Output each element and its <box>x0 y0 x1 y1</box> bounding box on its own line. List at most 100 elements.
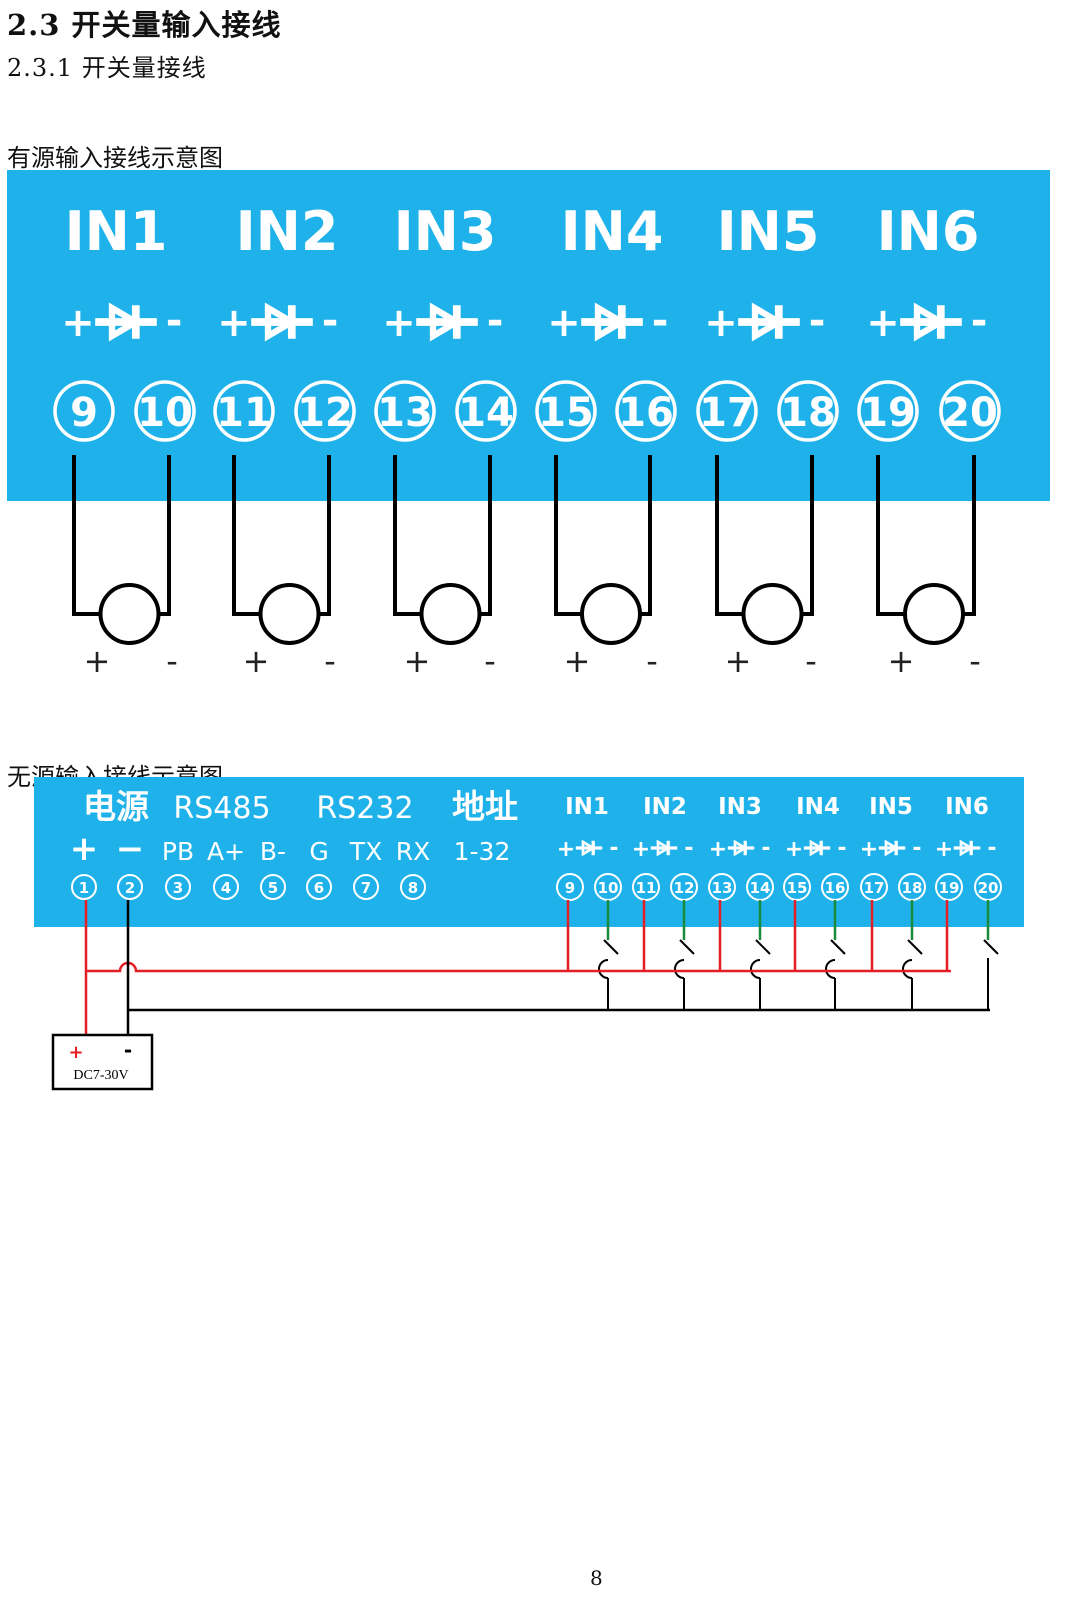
terminal-number: 20 <box>978 879 999 897</box>
terminal-circle <box>306 874 332 900</box>
sensor-minus-sign: - <box>484 642 496 680</box>
diode-triangle <box>429 302 464 342</box>
page-number: 8 <box>590 1566 603 1590</box>
wire <box>801 455 814 616</box>
diode-triangle <box>733 839 748 857</box>
wire-hop <box>750 959 761 979</box>
channel-label: IN6 <box>877 200 980 263</box>
diode-icon <box>803 839 831 857</box>
diode-icon <box>738 302 800 342</box>
terminal-number: 13 <box>712 879 733 897</box>
diode-triangle <box>959 839 974 857</box>
wire <box>715 455 744 616</box>
terminal-circle <box>615 380 677 442</box>
terminal-number: 11 <box>216 390 272 436</box>
diode-triangle <box>809 839 824 857</box>
sensor-plus-sign: + <box>564 642 591 680</box>
sensor-circle <box>419 583 482 645</box>
group-title: 电源 <box>83 787 149 826</box>
minus-sign: - <box>684 836 693 861</box>
diode-icon <box>416 302 478 342</box>
terminal-number: 17 <box>699 390 755 436</box>
wire <box>158 455 171 616</box>
minus-sign: - <box>987 836 996 861</box>
terminal-number: 9 <box>565 879 575 897</box>
terminal-number: 11 <box>636 879 657 897</box>
channel-label: IN4 <box>561 200 664 263</box>
sensor-circle <box>98 583 161 645</box>
channel-label: IN5 <box>717 200 820 263</box>
diode-icon <box>727 839 755 857</box>
input-label: IN1 <box>565 794 609 820</box>
diode-icon <box>95 302 157 342</box>
terminal-circle <box>374 380 436 442</box>
diode-triangle <box>108 302 143 342</box>
terminal-label: A+ <box>207 837 245 866</box>
diode-icon <box>581 302 643 342</box>
wire <box>479 455 492 616</box>
terminal-number: 13 <box>377 390 433 436</box>
terminal-circle <box>260 874 286 900</box>
sensor-plus-sign: + <box>404 642 431 680</box>
terminal-label: TX <box>349 837 382 866</box>
wire-hop <box>902 959 913 979</box>
input-label: IN2 <box>643 794 687 820</box>
terminal-label: B- <box>260 837 286 866</box>
power-supply-box <box>51 1033 154 1091</box>
plus-sign: + <box>632 837 650 862</box>
terminal-circle <box>294 380 356 442</box>
terminal-circle <box>400 874 426 900</box>
sensor-minus-sign: - <box>324 642 336 680</box>
terminal-circle <box>134 380 196 442</box>
group-title: RS485 <box>173 791 270 826</box>
diode-triangle <box>581 839 596 857</box>
terminal-circle <box>165 874 191 900</box>
terminal-circle <box>53 380 115 442</box>
minus-sign: - <box>652 298 669 344</box>
diode-icon <box>953 839 981 857</box>
plus-sign: + <box>785 837 803 862</box>
switch-contact <box>603 939 619 955</box>
minus-sign: - <box>837 836 846 861</box>
minus-sign: - <box>487 298 504 344</box>
channel-label: IN3 <box>394 200 497 263</box>
terminal-circle <box>935 873 963 901</box>
sensor-circle <box>580 583 642 645</box>
terminal-number: 18 <box>780 390 836 436</box>
sensor-plus-sign: + <box>84 642 111 680</box>
terminal-circle <box>857 380 919 442</box>
terminal-circle <box>783 873 811 901</box>
terminal-number: 7 <box>361 879 371 897</box>
terminal-number: 16 <box>618 390 674 436</box>
diode-icon <box>900 302 962 342</box>
minus-sign: - <box>912 836 921 861</box>
minus-sign: - <box>609 836 618 861</box>
passive-input-wiring-diagram: 电源+1−2RS485PB3A+4B-5RS232G6TX7RX8地址1-32I… <box>34 777 1024 1091</box>
terminal-panel <box>34 777 1024 927</box>
switch-contact <box>755 939 771 955</box>
plus-sign: + <box>382 300 416 346</box>
plus-sign: + <box>935 837 953 862</box>
terminal-number: 2 <box>125 879 135 897</box>
sensor-minus-sign: - <box>805 642 817 680</box>
diode-icon <box>575 839 603 857</box>
plus-sign: + <box>704 300 738 346</box>
terminal-number: 14 <box>458 390 514 436</box>
subsection-heading: 2.3.1 开关量接线 <box>7 54 207 82</box>
wire <box>232 455 261 616</box>
active-input-caption: 有源输入接线示意图 <box>7 144 223 172</box>
sensor-plus-sign: + <box>888 642 915 680</box>
terminal-number: 19 <box>939 879 960 897</box>
terminal-number: 4 <box>221 879 231 897</box>
terminal-label: + <box>70 829 99 869</box>
terminal-circle <box>777 380 839 442</box>
terminal-number: 6 <box>314 879 324 897</box>
terminal-number: 12 <box>297 390 353 436</box>
wire-hop <box>674 959 685 979</box>
terminal-number: 15 <box>538 390 594 436</box>
terminal-circle <box>71 874 97 900</box>
switch-contact <box>830 939 846 955</box>
terminal-circle <box>455 380 517 442</box>
sensor-minus-sign: - <box>166 642 178 680</box>
